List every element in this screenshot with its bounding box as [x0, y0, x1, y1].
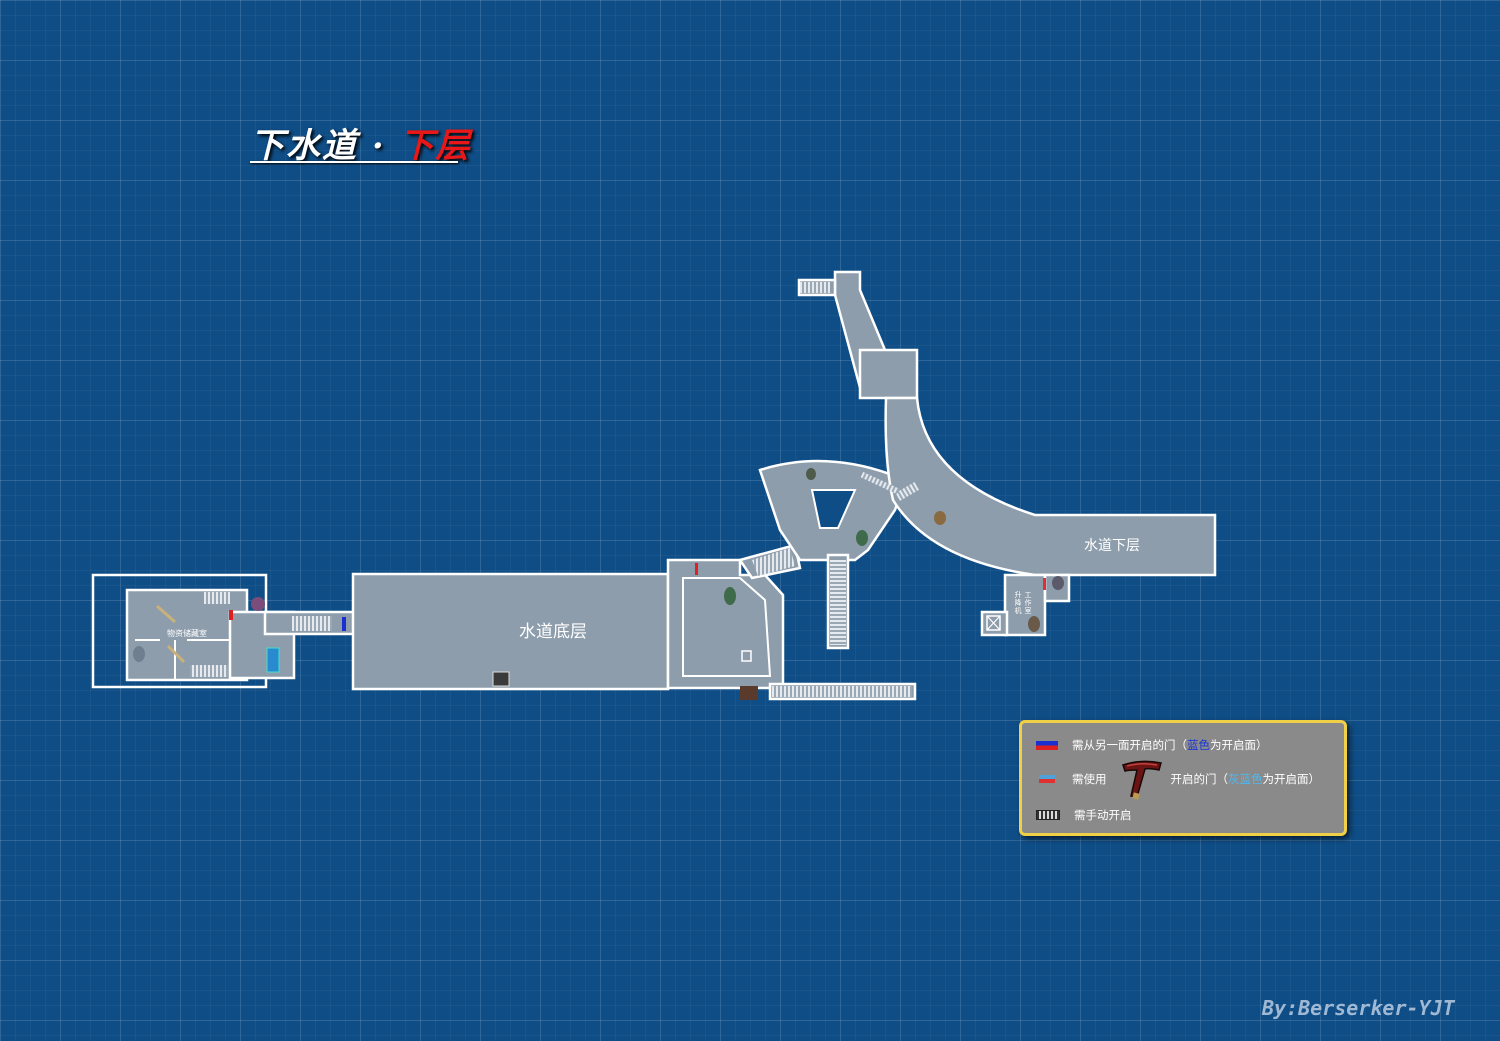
legend-text-2a: 需使用	[1072, 772, 1107, 786]
room-label-sewer-lower: 水道下层	[1084, 538, 1140, 554]
manual-grate-icon	[1036, 810, 1060, 820]
item-marker[interactable]	[1052, 576, 1064, 590]
legend-row-one-side-door: 需从另一面开启的门（蓝色为开启面）	[1036, 735, 1268, 755]
item-marker[interactable]	[740, 686, 758, 700]
lift-char: 工	[1025, 591, 1032, 599]
door-steel-lift[interactable]	[1043, 578, 1046, 590]
item-marker[interactable]	[934, 511, 946, 525]
stairs-connector	[752, 548, 795, 576]
t-handle-tool-icon	[1121, 760, 1162, 800]
lift-char: 升	[1015, 590, 1022, 599]
arc-room-inner-void	[810, 489, 857, 529]
legend-row-manual: 需手动开启	[1036, 805, 1132, 825]
legend-text-1: 需从另一面开启的门（蓝色为开启面）	[1072, 738, 1268, 752]
stairs-west	[292, 616, 332, 631]
room-label-storage: 物资储藏室	[167, 628, 207, 638]
room-label-sewer-bottom: 水道底层	[519, 622, 587, 642]
author-credit: By:Berserker-YJT	[1262, 996, 1455, 1020]
map-title-accent: 下层	[399, 126, 472, 166]
steel-red-door-icon	[1039, 775, 1055, 783]
stairs-north-stub	[800, 282, 830, 293]
item-marker[interactable]	[1028, 616, 1040, 632]
legend-text-3: 需手动开启	[1074, 808, 1132, 822]
room-label-lift: 升 降 机 工 作 室	[1015, 590, 1032, 615]
stairs-storage-bottom	[190, 665, 228, 677]
sewer-lower-corridor	[884, 396, 1217, 577]
legend-row-tool-door: 需使用 开启的门（灰蓝色为开启面）	[1036, 757, 1320, 801]
middle-room	[666, 558, 785, 690]
title-underline	[250, 161, 458, 163]
stairs-arc-inner	[860, 471, 900, 495]
middle-room-inner-wall	[682, 577, 772, 677]
stairs-south	[772, 686, 912, 697]
lift-char: 作	[1025, 598, 1032, 607]
item-marker[interactable]	[492, 671, 510, 687]
blue-red-door-icon	[1036, 740, 1058, 750]
lift-char: 室	[1025, 606, 1032, 615]
item-marker[interactable]	[156, 604, 176, 624]
items	[133, 468, 1064, 700]
lift-char: 降	[1015, 598, 1022, 607]
sewer-bottom-hall	[351, 572, 670, 691]
item-marker[interactable]	[741, 650, 752, 662]
legend-panel: 需从另一面开启的门（蓝色为开启面） 需使用 开启的门（灰蓝色为开启面） 需手动开…	[1019, 720, 1347, 836]
door-blue-red-storage[interactable]	[229, 610, 233, 620]
stairs-arc-south	[830, 560, 846, 645]
item-marker[interactable]	[251, 597, 265, 611]
map-title-main: 下水道 ·	[250, 126, 400, 166]
manual-grate-arc	[895, 482, 920, 501]
map-title: 下水道 · 下层	[250, 118, 472, 167]
legend-text-2b: 开启的门（灰蓝色为开启面）	[1170, 772, 1321, 786]
lift-marker[interactable]	[986, 615, 1001, 631]
lift-char: 机	[1015, 606, 1022, 615]
stairs-storage-top	[204, 592, 230, 604]
item-marker[interactable]	[856, 530, 868, 546]
item-marker[interactable]	[266, 647, 280, 673]
item-marker[interactable]	[724, 587, 736, 605]
north-corridor-alcove	[858, 348, 919, 400]
door-blue-red-west[interactable]	[342, 617, 346, 631]
item-marker[interactable]	[806, 468, 816, 480]
door-blue-red-middle[interactable]	[695, 563, 698, 575]
item-marker[interactable]	[166, 644, 186, 664]
item-marker[interactable]	[133, 646, 145, 662]
